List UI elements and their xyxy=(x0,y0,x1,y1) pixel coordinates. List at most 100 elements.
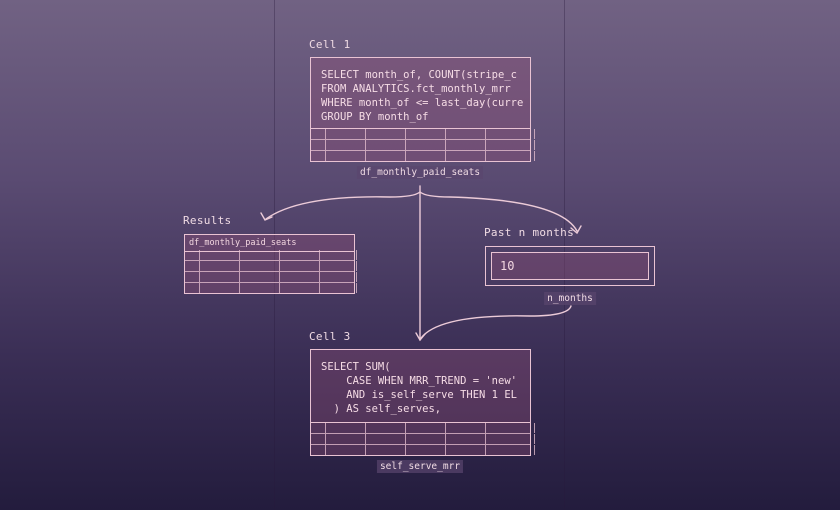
table-row xyxy=(185,283,357,293)
input-frame: 10 xyxy=(485,246,655,286)
cell1-output-name: df_monthly_paid_seats xyxy=(356,166,484,179)
table-cell xyxy=(311,434,326,444)
table-cell xyxy=(446,445,486,455)
input-title: Past n months xyxy=(484,226,574,239)
table-cell xyxy=(406,151,446,161)
table-cell xyxy=(240,261,280,271)
table-row xyxy=(311,140,535,151)
table-cell xyxy=(486,129,535,139)
table-cell xyxy=(446,151,486,161)
table-row xyxy=(185,261,357,272)
table-cell xyxy=(486,434,535,444)
table-cell xyxy=(200,250,240,260)
code-line: GROUP BY month_of xyxy=(321,111,429,123)
table-cell xyxy=(326,129,366,139)
arrowhead xyxy=(260,212,273,221)
results-table[interactable]: df_monthly_paid_seats xyxy=(184,234,357,294)
input-variable-name: n_months xyxy=(544,292,596,305)
table-cell xyxy=(185,283,200,293)
arrowhead xyxy=(570,225,582,235)
table-cell xyxy=(366,434,406,444)
code-line: SELECT month_of, COUNT(stripe_c xyxy=(321,69,517,81)
cell3-title: Cell 3 xyxy=(309,330,351,343)
table-cell xyxy=(446,129,486,139)
table-cell xyxy=(280,283,320,293)
table-row xyxy=(311,423,535,434)
table-cell xyxy=(446,140,486,150)
table-cell xyxy=(185,272,200,282)
table-cell xyxy=(486,423,535,433)
cell3-output-name: self_serve_mrr xyxy=(376,460,464,473)
table-row xyxy=(311,151,535,161)
table-cell xyxy=(446,434,486,444)
table-cell xyxy=(185,261,200,271)
code-line: AND is_self_serve THEN 1 EL xyxy=(321,389,517,401)
code-line: WHERE month_of <= last_day(curre xyxy=(321,97,524,109)
table-cell xyxy=(406,423,446,433)
arrowhead xyxy=(415,332,426,342)
table-cell xyxy=(185,250,200,260)
table-row xyxy=(185,250,357,261)
table-cell xyxy=(406,445,446,455)
table-cell xyxy=(326,423,366,433)
table-cell xyxy=(200,283,240,293)
table-cell xyxy=(200,272,240,282)
table-cell xyxy=(240,250,280,260)
table-cell xyxy=(446,423,486,433)
table-cell xyxy=(406,434,446,444)
results-title: Results xyxy=(183,214,232,227)
table-cell xyxy=(406,129,446,139)
table-cell xyxy=(486,151,535,161)
table-cell xyxy=(486,445,535,455)
arrow-cell1-to-results xyxy=(265,191,421,220)
table-cell xyxy=(366,445,406,455)
cell1-output-table xyxy=(311,128,535,161)
table-cell xyxy=(326,140,366,150)
table-row xyxy=(311,434,535,445)
results-table-grid xyxy=(185,250,357,293)
table-cell xyxy=(366,151,406,161)
arrow-cell1-to-input xyxy=(419,191,578,232)
table-cell xyxy=(326,151,366,161)
table-cell xyxy=(366,423,406,433)
table-cell xyxy=(311,140,326,150)
code-line: FROM ANALYTICS.fct_monthly_mrr xyxy=(321,83,511,95)
table-row xyxy=(185,272,357,283)
table-cell xyxy=(240,272,280,282)
table-row xyxy=(311,129,535,140)
guide-line xyxy=(564,0,565,510)
n-months-input[interactable]: 10 xyxy=(491,252,649,280)
results-table-name: df_monthly_paid_seats xyxy=(185,235,354,252)
code-line: CASE WHEN MRR_TREND = 'new' xyxy=(321,375,517,387)
table-cell xyxy=(200,261,240,271)
table-cell xyxy=(366,129,406,139)
code-line: ) AS self_serves, xyxy=(321,403,442,415)
table-cell xyxy=(406,140,446,150)
input-value: 10 xyxy=(500,259,515,273)
cell1-title: Cell 1 xyxy=(309,38,351,51)
guide-line xyxy=(274,0,275,510)
table-cell xyxy=(366,140,406,150)
table-cell xyxy=(280,261,320,271)
table-cell xyxy=(280,250,320,260)
table-cell xyxy=(320,261,357,271)
cell3-output-table xyxy=(311,422,535,455)
table-cell xyxy=(240,283,280,293)
table-cell xyxy=(326,434,366,444)
arrow-input-to-cell3 xyxy=(420,305,572,339)
table-cell xyxy=(326,445,366,455)
cell3-box[interactable]: SELECT SUM( CASE WHEN MRR_TREND = 'new' … xyxy=(310,349,535,456)
cell3-code[interactable]: SELECT SUM( CASE WHEN MRR_TREND = 'new' … xyxy=(321,360,517,416)
table-row xyxy=(311,445,535,455)
table-cell xyxy=(311,445,326,455)
code-line: SELECT SUM( xyxy=(321,361,391,373)
table-cell xyxy=(311,423,326,433)
table-cell xyxy=(311,129,326,139)
table-cell xyxy=(320,272,357,282)
table-cell xyxy=(320,250,357,260)
table-cell xyxy=(280,272,320,282)
table-cell xyxy=(311,151,326,161)
